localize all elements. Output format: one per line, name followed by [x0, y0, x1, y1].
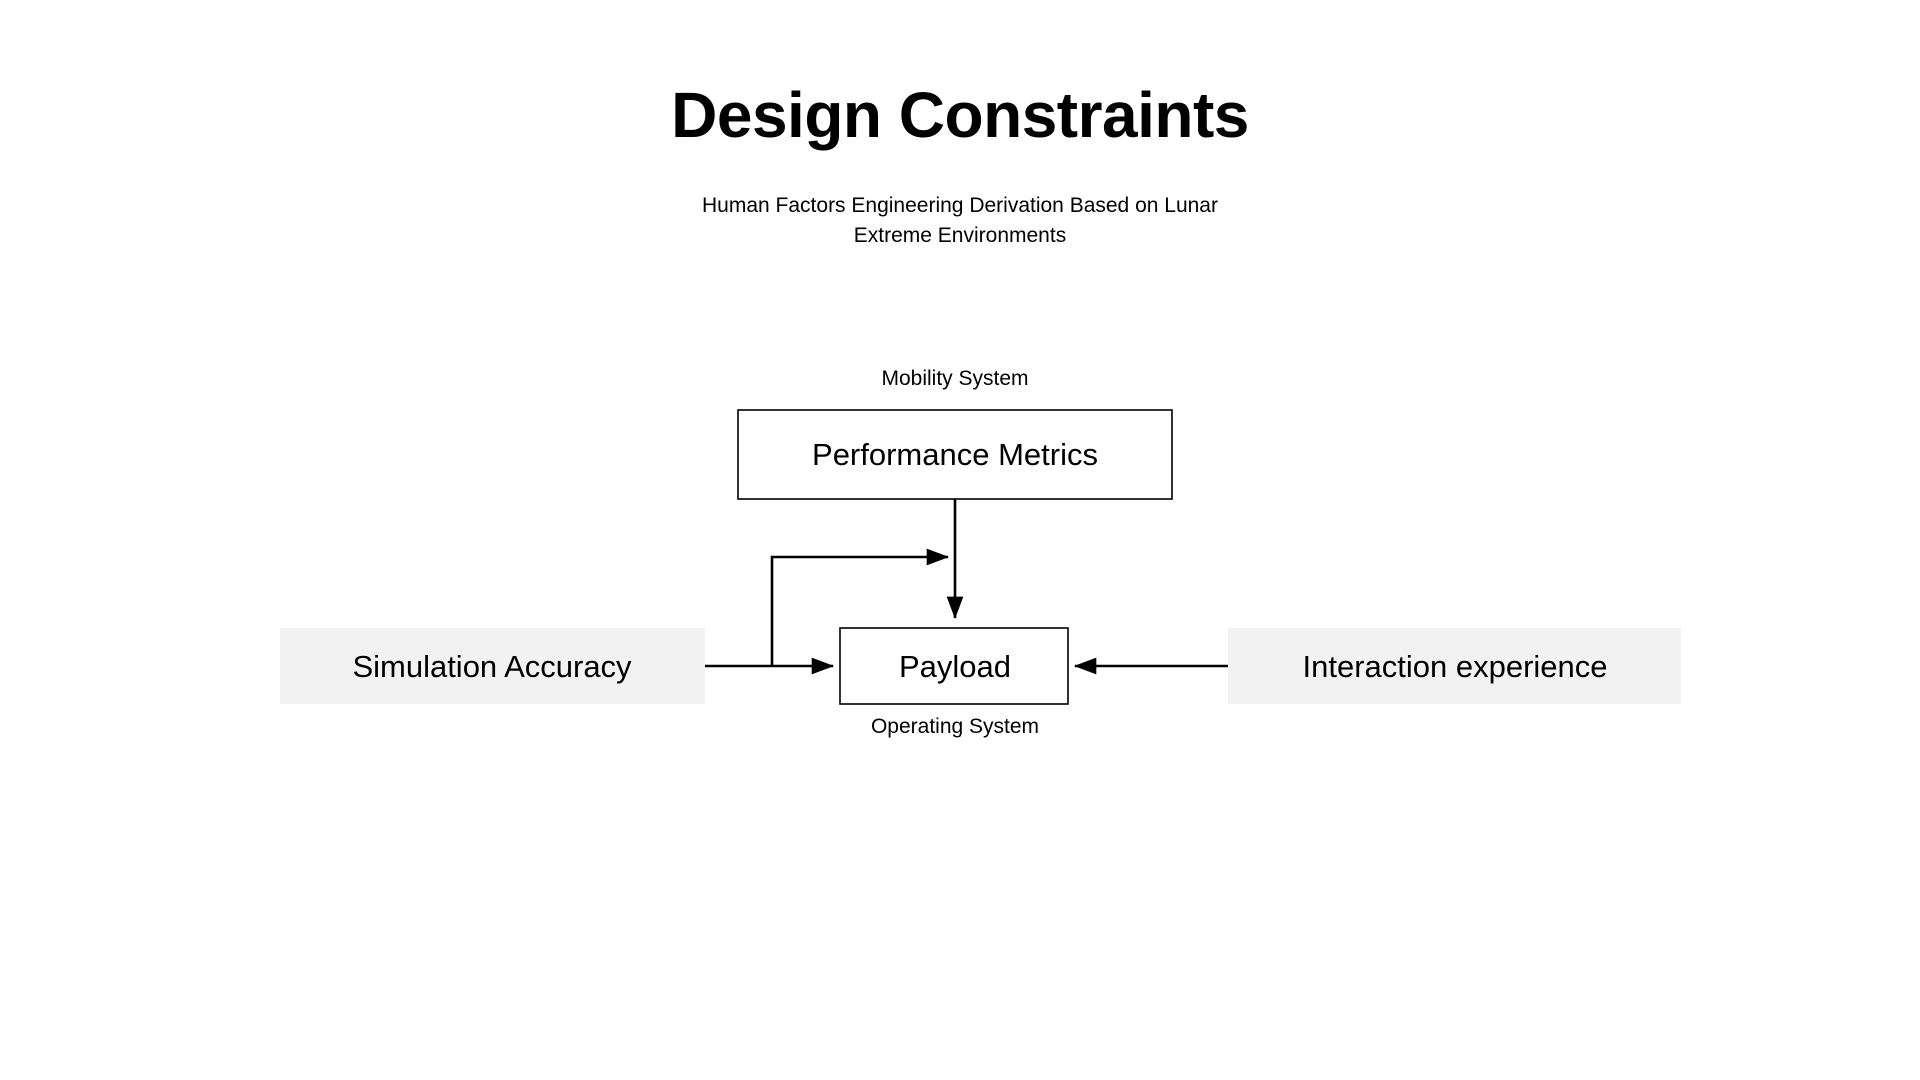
- node-simulation-accuracy-rect[interactable]: [280, 628, 705, 704]
- block-flow-diagram: Mobility System Performance Metrics Payl…: [0, 355, 1920, 755]
- page-subtitle-line-1: Human Factors Engineering Derivation Bas…: [702, 194, 1218, 218]
- page-subtitle: Human Factors Engineering Derivation Bas…: [0, 149, 1920, 251]
- node-caption-operating-system: Operating System: [871, 715, 1039, 738]
- node-simulation-accuracy[interactable]: Simulation Accuracy: [280, 628, 705, 704]
- slide-header: Design Constraints Human Factors Enginee…: [0, 0, 1920, 251]
- node-interaction-experience-label: Interaction experience: [1302, 649, 1607, 684]
- diagram-connectors: [700, 499, 1230, 675]
- edge-simulation-to-metrics-link: [770, 548, 950, 666]
- node-performance-metrics[interactable]: Mobility System Performance Metrics: [737, 367, 1173, 500]
- node-interaction-experience-rect[interactable]: [1228, 628, 1681, 704]
- node-performance-metrics-label: Performance Metrics: [812, 437, 1098, 472]
- page-title: Design Constraints: [671, 79, 1249, 151]
- node-payload[interactable]: Payload Operating System: [839, 627, 1069, 738]
- node-caption-mobility-system: Mobility System: [881, 367, 1028, 390]
- node-simulation-accuracy-label: Simulation Accuracy: [352, 649, 632, 684]
- page-subtitle-line-2: Extreme Environments: [853, 224, 1067, 247]
- node-interaction-experience[interactable]: Interaction experience: [1228, 628, 1681, 704]
- node-payload-rect[interactable]: [839, 627, 1069, 705]
- node-performance-metrics-rect[interactable]: [737, 409, 1173, 500]
- node-payload-label: Payload: [899, 649, 1011, 684]
